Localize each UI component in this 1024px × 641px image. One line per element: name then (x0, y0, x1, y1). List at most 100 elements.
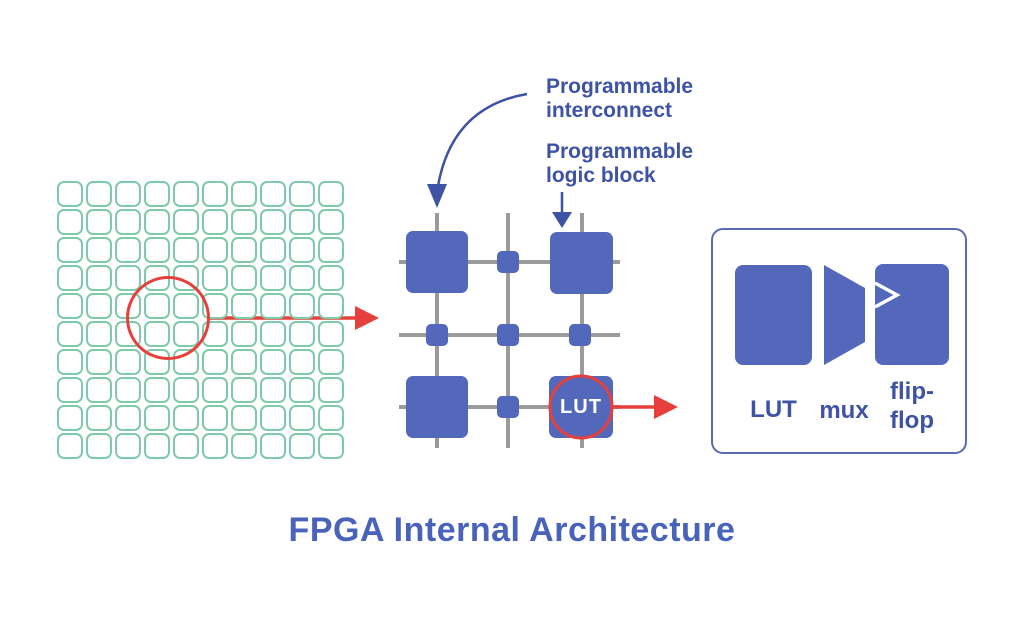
logic-cell (289, 321, 315, 347)
logic-cell (144, 209, 170, 235)
logic-cell (202, 377, 228, 403)
logic-cell (57, 265, 83, 291)
zoom-arrow-right (613, 395, 678, 419)
clock-notch-icon (874, 281, 901, 309)
logic-cell (318, 321, 344, 347)
logic-cell (86, 349, 112, 375)
logic-cell (231, 405, 257, 431)
logic-cell (231, 237, 257, 263)
logic-cell (260, 405, 286, 431)
diagram-title: FPGA Internal Architecture (288, 511, 736, 549)
flipflop-caption: flip-flop (890, 378, 934, 434)
logic-cell (57, 209, 83, 235)
logic-cell (144, 433, 170, 459)
logic-cell (202, 405, 228, 431)
logic-block-top-right (550, 232, 613, 294)
logic-cell (86, 237, 112, 263)
logic-cell (115, 181, 141, 207)
logic-cell (318, 433, 344, 459)
lut-shape (735, 265, 812, 365)
logic-cell (202, 349, 228, 375)
logic-cell (260, 237, 286, 263)
lut-caption: LUT (750, 396, 797, 423)
logic-cell (318, 209, 344, 235)
logic-cell (289, 405, 315, 431)
logic-cell (318, 377, 344, 403)
logic-cell (231, 181, 257, 207)
lut-block-label: LUT (560, 395, 602, 418)
logic-cell (260, 433, 286, 459)
logic-cell (115, 405, 141, 431)
logic-cell (173, 405, 199, 431)
logic-cell (86, 209, 112, 235)
switch-point (569, 324, 591, 346)
logic-cell (173, 181, 199, 207)
switch-point (497, 324, 519, 346)
logic-cell (231, 265, 257, 291)
logic-cell (231, 433, 257, 459)
logic-cell (144, 377, 170, 403)
logic-cell (144, 181, 170, 207)
logic-cell (86, 181, 112, 207)
logic-cell (318, 349, 344, 375)
switch-point (497, 251, 519, 273)
fpga-die-grid (57, 181, 344, 459)
logic-cell (289, 181, 315, 207)
logic-cell (86, 321, 112, 347)
logic-cell (86, 293, 112, 319)
arrowhead (654, 395, 678, 419)
logic-cell (289, 349, 315, 375)
flipflop-shape (875, 264, 949, 365)
mux-caption: mux (819, 397, 869, 424)
logic-cell (231, 209, 257, 235)
logic-cell (260, 265, 286, 291)
logic-cell (173, 377, 199, 403)
logic-cell (57, 349, 83, 375)
logic-cell (57, 321, 83, 347)
logic-cell (202, 265, 228, 291)
logic-cell (289, 265, 315, 291)
switch-point (497, 396, 519, 418)
flipflop-clock-notch-layer (874, 281, 901, 309)
logic-cell (57, 237, 83, 263)
logic-cell (202, 209, 228, 235)
logic-cell (115, 349, 141, 375)
logic-cell (57, 377, 83, 403)
logic-cell (115, 377, 141, 403)
logic-block-label: Programmable logic block (546, 140, 694, 187)
logic-cell (173, 209, 199, 235)
logic-cell (231, 293, 257, 319)
logic-cell (231, 349, 257, 375)
logic-block-pointer-arrow (552, 192, 572, 228)
logic-cell (318, 237, 344, 263)
logic-cell (86, 377, 112, 403)
logic-cell (57, 405, 83, 431)
logic-cell (318, 293, 344, 319)
logic-cell (115, 209, 141, 235)
logic-cell (57, 433, 83, 459)
logic-cell (260, 181, 286, 207)
arrowhead (355, 306, 379, 330)
logic-cell (202, 181, 228, 207)
interconnect-pointer-arrow (427, 92, 528, 208)
zoom-highlight-circle (126, 276, 210, 360)
logic-cell (260, 321, 286, 347)
logic-cell (115, 237, 141, 263)
lut-highlight-circle (548, 374, 614, 440)
logic-cell (318, 405, 344, 431)
logic-cell (289, 433, 315, 459)
logic-cell (173, 237, 199, 263)
logic-cell (289, 237, 315, 263)
logic-cell (318, 181, 344, 207)
logic-cell (173, 433, 199, 459)
logic-cell (115, 265, 141, 291)
logic-cell (202, 433, 228, 459)
logic-block-top-left (406, 231, 468, 293)
logic-cell (260, 293, 286, 319)
logic-cell (289, 377, 315, 403)
logic-cell (231, 321, 257, 347)
logic-cell (260, 377, 286, 403)
logic-cell (86, 265, 112, 291)
logic-cell (318, 265, 344, 291)
